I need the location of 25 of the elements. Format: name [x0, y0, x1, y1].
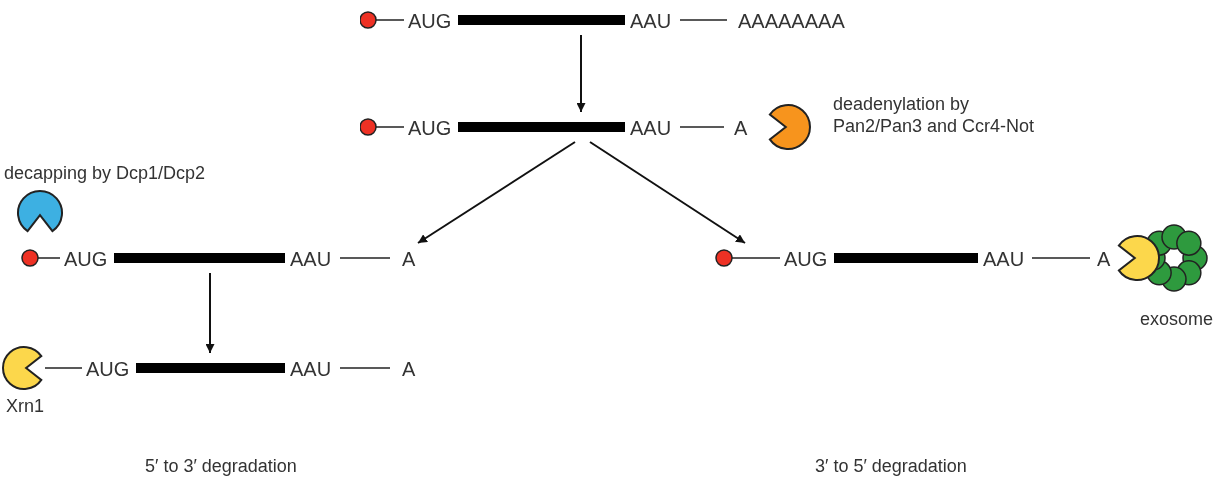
poly-a-tail-text: A: [1097, 249, 1111, 269]
seq-end-text: AAU: [290, 249, 332, 269]
poly-a-tail-text: A: [402, 249, 416, 269]
poly-a-tail-text: A: [734, 118, 748, 138]
enzyme-label: exosome: [1140, 308, 1214, 330]
enzyme-label: deadenylation by Pan2/Pan3 and Ccr4-Not: [833, 93, 1036, 137]
seq-start-text: AUG: [64, 249, 108, 269]
poly-a-tail-text: A: [402, 359, 416, 379]
arrow: [576, 34, 586, 113]
seq-end-text: AAU: [630, 11, 672, 31]
seq-start-text: AUG: [784, 249, 828, 269]
seq-end-text: AAU: [983, 249, 1025, 269]
arrow: [205, 272, 215, 354]
seq-end-text: AAU: [290, 359, 332, 379]
seq-end-text: AAU: [630, 118, 672, 138]
poly-a-tail-text: AAAAAAAA: [738, 11, 845, 31]
seq-start-text: AUG: [408, 11, 452, 31]
seq-start-text: AUG: [86, 359, 130, 379]
pathway-caption: 3′ to 5′ degradation: [815, 455, 967, 477]
enzyme-label: Xrn1: [6, 395, 45, 417]
seq-start-text: AUG: [408, 118, 452, 138]
arrow: [417, 141, 576, 244]
pathway-caption: 5′ to 3′ degradation: [145, 455, 297, 477]
arrow: [589, 141, 746, 244]
enzyme-label: decapping by Dcp1/Dcp2: [4, 162, 206, 184]
